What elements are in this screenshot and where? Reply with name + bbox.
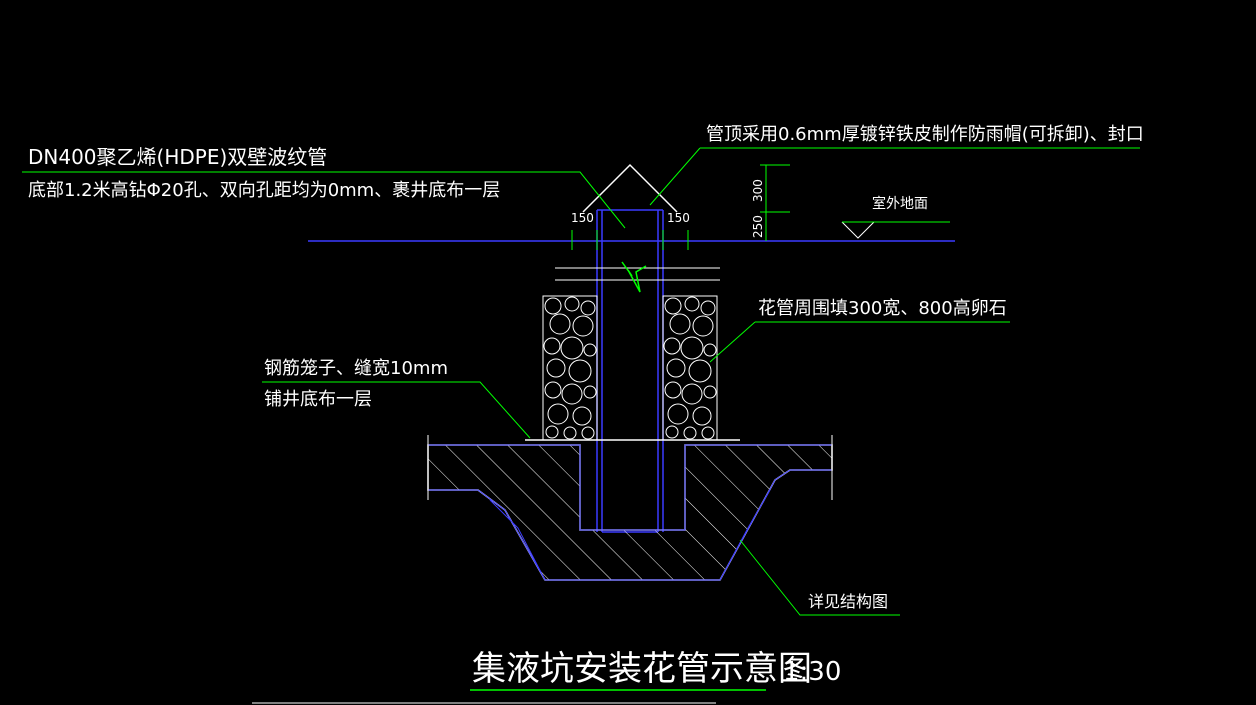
- label-see-structure: 详见结构图: [808, 592, 888, 611]
- label-rain-cap: 管顶采用0.6mm厚镀锌铁皮制作防雨帽(可拆卸)、封口: [706, 124, 1144, 145]
- label-base-cloth: 铺井底布一层: [264, 389, 372, 410]
- rain-cap: [582, 163, 678, 213]
- drawing-scale: 1:30: [783, 657, 841, 687]
- label-rebar-cage: 钢筋笼子、缝宽10mm: [264, 358, 448, 379]
- concrete-sump: [427, 435, 833, 581]
- drawing-title: 集液坑安装花管示意图: [472, 649, 812, 689]
- break-symbol: [555, 261, 720, 293]
- ground-marker: [841, 221, 950, 239]
- outdoor-ground-label: 室外地面: [872, 195, 928, 212]
- hdpe-pipe: [596, 210, 664, 533]
- dim-left-offset: 150: [571, 211, 594, 225]
- leader-lines: [22, 147, 1140, 616]
- gravel-right: [662, 295, 718, 441]
- label-pipe-holes: 底部1.2米高钻Φ20孔、双向孔距均为0mm、裹井底布一层: [28, 180, 500, 201]
- label-gravel-fill: 花管周围填300宽、800高卵石: [758, 298, 1007, 319]
- dim-cap-height: 300: [751, 179, 765, 202]
- dim-pipe-above-ground: 250: [751, 215, 765, 238]
- dim-right-offset: 150: [667, 211, 690, 225]
- dimension-marks: [571, 164, 790, 250]
- gravel-left: [542, 295, 598, 441]
- label-pipe-spec: DN400聚乙烯(HDPE)双壁波纹管: [28, 145, 327, 169]
